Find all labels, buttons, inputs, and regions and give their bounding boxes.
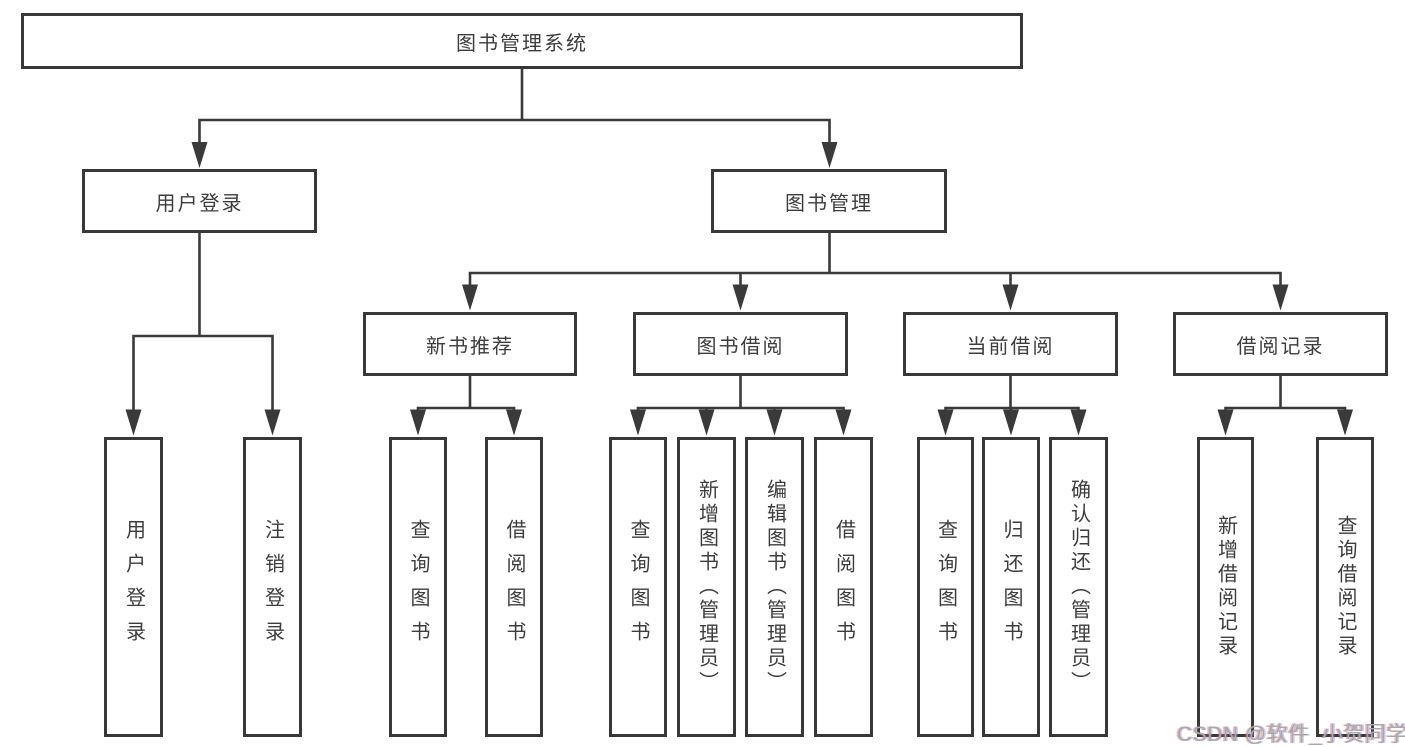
node-borrowing-records: 借阅记录 bbox=[1173, 312, 1388, 376]
node-book-borrowing: 图书借阅 bbox=[633, 312, 848, 376]
leaf-borrowing-borrow-books: 借阅图书 bbox=[814, 437, 873, 737]
node-library-management-system: 图书管理系统 bbox=[21, 13, 1023, 69]
leaf-borrowing-edit-books-admin: 编辑图书（管理员） bbox=[745, 437, 804, 737]
leaf-current-confirm-return-admin: 确认归还（管理员） bbox=[1049, 437, 1108, 737]
leaf-current-query-books: 查询图书 bbox=[917, 437, 974, 737]
leaf-records-add-borrow-record: 新增借阅记录 bbox=[1197, 437, 1254, 737]
leaf-records-query-borrow-record: 查询借阅记录 bbox=[1316, 437, 1374, 737]
node-user-login: 用户登录 bbox=[82, 169, 317, 233]
node-current-borrowing: 当前借阅 bbox=[903, 312, 1118, 376]
node-book-management: 图书管理 bbox=[711, 169, 947, 233]
leaf-borrowing-add-books-admin: 新增图书（管理员） bbox=[677, 437, 736, 737]
leaf-recommend-query-books: 查询图书 bbox=[389, 437, 447, 737]
leaf-current-return-books: 归还图书 bbox=[982, 437, 1040, 737]
watermark: CSDN @软件_小贺同学 bbox=[1177, 723, 1405, 746]
leaf-borrowing-query-books: 查询图书 bbox=[609, 437, 667, 737]
leaf-logout: 注销登录 bbox=[243, 437, 302, 737]
node-new-book-recommendation: 新书推荐 bbox=[363, 312, 577, 376]
leaf-user-login: 用户登录 bbox=[104, 437, 163, 737]
leaf-recommend-borrow-books: 借阅图书 bbox=[485, 437, 543, 737]
